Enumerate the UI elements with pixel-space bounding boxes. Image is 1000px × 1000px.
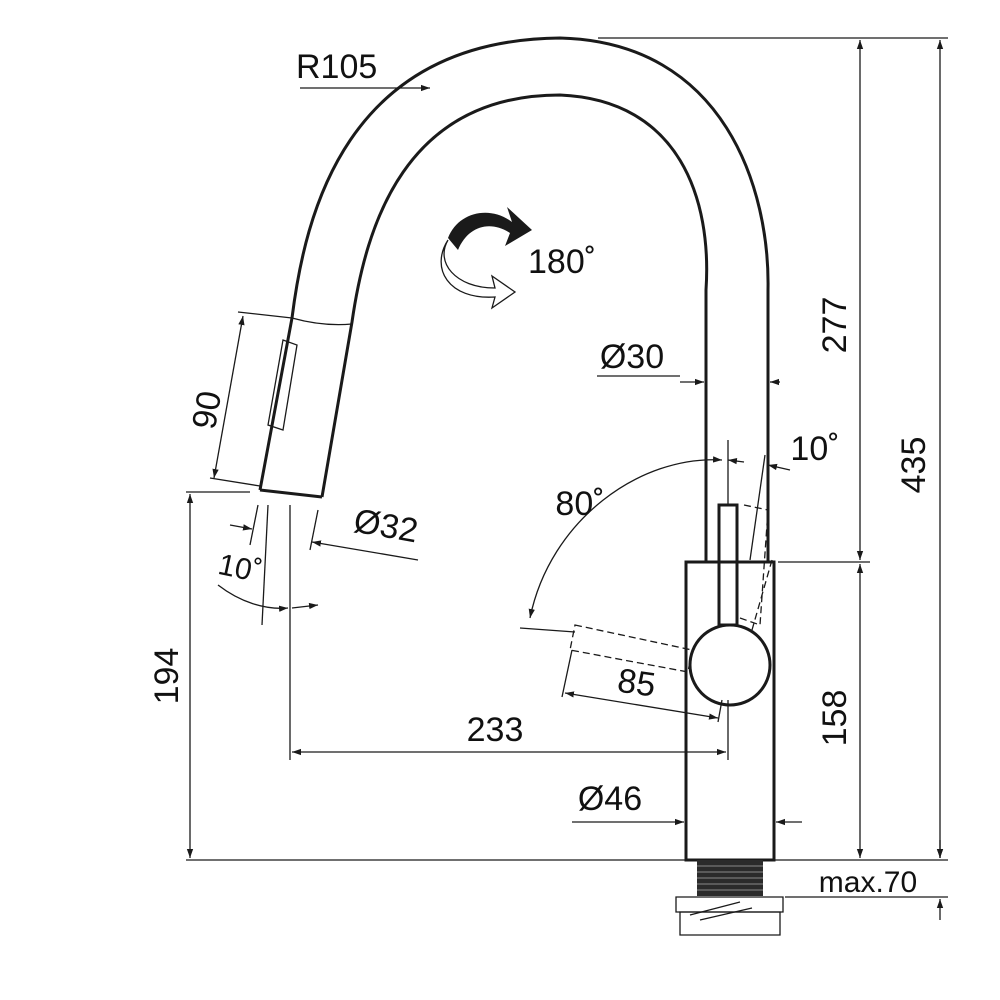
neck-diameter-label: Ø30: [600, 338, 664, 376]
spout-tip: [259, 488, 323, 499]
radius-label: R105: [296, 48, 377, 86]
lever-knob: [688, 623, 772, 707]
lever-small-angle-label: 10˚: [790, 430, 839, 468]
total-height-label: 435: [895, 437, 933, 494]
spray-head-length-dimension: [212, 315, 245, 479]
spray-head-length-label: 90: [185, 388, 229, 432]
gooseneck-inner: [320, 93, 709, 498]
lever-angle-label: 80˚: [555, 485, 604, 523]
lever-small-angle-dimension: [767, 463, 791, 471]
mounting-nut: [675, 896, 784, 913]
spout-angle-label: 10˚: [215, 548, 264, 589]
lever-length-label: 85: [615, 662, 658, 705]
rotation-label: 180˚: [528, 243, 596, 281]
faucet-outline: [258, 36, 784, 936]
lever-handle: [717, 503, 739, 627]
spout-height-label: 194: [148, 648, 186, 705]
lever-alt-positions: [569, 504, 773, 673]
body-height-label: 158: [816, 690, 854, 747]
spout-diameter-label: Ø32: [351, 502, 421, 551]
reach-label: 233: [467, 711, 524, 749]
spout-diameter-dimension: [311, 540, 419, 561]
rotation-arrow: [440, 207, 532, 310]
spray-button: [267, 339, 298, 431]
upper-height-label: 277: [816, 297, 854, 354]
spray-head-joint: [291, 317, 353, 326]
spout-angle-dimension: [217, 584, 289, 612]
lever-length-dimension: [564, 691, 719, 720]
lever-angle-dimension: [528, 456, 723, 619]
body-diameter-label: Ø46: [578, 780, 642, 818]
mount-thickness-label: max.70: [819, 866, 917, 899]
gooseneck-outer: [258, 36, 770, 491]
